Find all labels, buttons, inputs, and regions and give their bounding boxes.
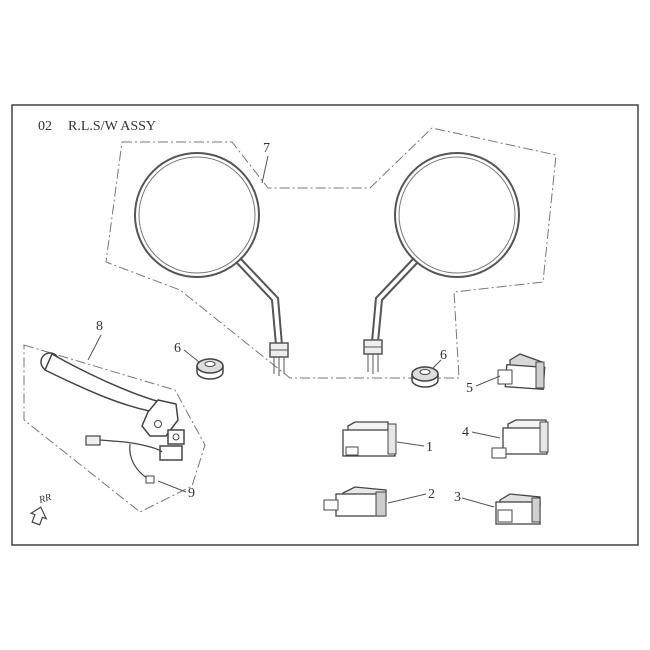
clutch-lever xyxy=(40,352,185,461)
lever-pivot xyxy=(141,399,179,437)
lever-switch-body xyxy=(159,445,183,461)
lever-pivot-hole xyxy=(154,420,162,428)
washer-left xyxy=(196,358,224,380)
callout-1: 1 xyxy=(426,440,433,455)
wire-lead-2 xyxy=(129,443,151,481)
callout-3-leader xyxy=(461,497,495,508)
callout-4: 4 xyxy=(462,425,469,440)
lever-assembly-boundary xyxy=(23,344,206,513)
callout-8-leader xyxy=(87,334,102,361)
wire-terminal xyxy=(145,475,155,484)
right-mirror-head-outer xyxy=(394,152,520,278)
callout-7: 7 xyxy=(263,141,270,156)
callout-4-leader xyxy=(471,431,501,439)
right-mirror xyxy=(363,152,520,374)
callout-5-leader xyxy=(475,375,501,387)
callout-2: 2 xyxy=(428,487,435,502)
arrow-up-icon xyxy=(29,506,48,526)
right-mirror-head-inner xyxy=(398,156,516,274)
left-mirror xyxy=(134,152,289,376)
diagram-title: R.L.S/W ASSY xyxy=(68,119,156,134)
callout-5: 5 xyxy=(466,381,473,396)
callout-6-right: 6 xyxy=(440,348,447,363)
wire-lead-1 xyxy=(99,439,163,453)
lever-switch-wire xyxy=(85,435,163,484)
callout-3: 3 xyxy=(454,490,461,505)
switch-block-5 xyxy=(497,353,546,390)
callout-2-leader xyxy=(387,493,427,504)
switch-block-3 xyxy=(495,493,541,525)
callout-6-left-leader xyxy=(183,349,200,363)
orientation-label: RR xyxy=(37,492,53,506)
switch-block-2 xyxy=(323,486,387,517)
callout-6-right-leader xyxy=(431,359,442,370)
callout-1-leader xyxy=(396,441,425,447)
callout-9-leader xyxy=(157,480,187,493)
callout-7-leader xyxy=(261,155,269,184)
orientation-marker: RR xyxy=(29,492,53,526)
right-mirror-thread xyxy=(367,354,379,374)
washer-right xyxy=(411,366,439,388)
callout-8: 8 xyxy=(96,319,103,334)
left-mirror-stem xyxy=(235,261,277,346)
left-mirror-stem-edge xyxy=(239,257,283,346)
callout-6-left: 6 xyxy=(174,341,181,356)
left-mirror-head-outer xyxy=(134,152,260,278)
switch-block-1 xyxy=(342,421,397,457)
right-mirror-stem xyxy=(377,261,419,343)
diagram-frame xyxy=(11,104,639,546)
wire-connector xyxy=(85,435,101,446)
callout-9: 9 xyxy=(188,486,195,501)
mirror-assembly-boundary xyxy=(105,127,557,379)
right-mirror-stem-edge xyxy=(371,257,415,343)
switch-block-4 xyxy=(491,419,549,459)
lever-blade xyxy=(44,352,170,415)
section-number: 02 xyxy=(38,119,52,134)
left-mirror-thread xyxy=(273,357,285,376)
left-mirror-head-inner xyxy=(138,156,256,274)
